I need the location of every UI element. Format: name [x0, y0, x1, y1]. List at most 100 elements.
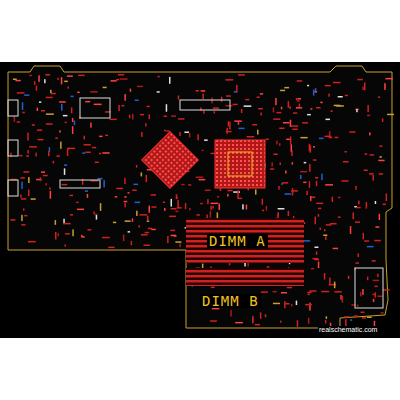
trace: [21, 177, 25, 179]
trace: [373, 280, 379, 282]
trace: [303, 182, 306, 184]
trace: [212, 206, 214, 209]
trace: [374, 240, 381, 242]
trace: [375, 201, 377, 204]
trace: [90, 123, 92, 128]
trace: [38, 139, 44, 141]
trace: [387, 114, 394, 116]
trace: [379, 173, 384, 175]
trace: [51, 93, 56, 95]
trace: [29, 75, 32, 77]
trace: [281, 107, 283, 110]
trace: [132, 190, 137, 192]
trace: [189, 208, 191, 211]
trace: [84, 144, 91, 146]
trace: [24, 94, 29, 96]
trace: [233, 191, 240, 193]
trace: [45, 183, 47, 186]
trace: [246, 205, 248, 210]
trace: [21, 182, 23, 189]
trace: [241, 109, 243, 113]
trace: [151, 194, 156, 196]
trace: [132, 114, 134, 120]
trace: [151, 229, 156, 231]
trace: [135, 202, 141, 204]
trace: [328, 94, 330, 97]
trace: [202, 150, 204, 152]
trace: [171, 235, 176, 237]
trace: [292, 129, 298, 131]
trace: [364, 240, 369, 242]
trace: [113, 222, 116, 224]
trace: [325, 136, 332, 138]
trace: [90, 91, 97, 93]
trace: [235, 322, 243, 324]
trace: [382, 118, 384, 122]
trace: [145, 232, 149, 234]
trace: [149, 114, 151, 119]
trace: [302, 122, 308, 124]
trace: [311, 268, 314, 270]
trace: [304, 162, 307, 164]
trace: [320, 102, 322, 104]
trace: [189, 133, 191, 137]
trace: [300, 137, 307, 139]
trace: [383, 204, 386, 206]
trace: [297, 100, 300, 102]
trace: [45, 74, 50, 76]
trace: [71, 96, 74, 98]
trace: [238, 74, 245, 76]
trace: [105, 135, 108, 137]
trace: [147, 106, 150, 108]
trace: [214, 111, 216, 113]
trace: [282, 182, 288, 184]
port: [8, 180, 18, 196]
trace: [132, 218, 134, 222]
trace: [32, 124, 35, 126]
trace: [140, 214, 148, 216]
trace: [141, 172, 143, 176]
trace: [293, 112, 297, 114]
trace: [270, 168, 274, 170]
trace: [175, 241, 181, 243]
trace: [355, 221, 360, 223]
board-outline: [8, 66, 392, 328]
trace: [50, 191, 52, 199]
trace: [292, 188, 294, 195]
trace: [329, 278, 331, 286]
trace: [116, 79, 119, 81]
trace: [213, 107, 219, 109]
trace: [273, 154, 277, 156]
trace: [279, 128, 284, 130]
trace: [27, 150, 29, 154]
trace: [325, 184, 333, 186]
trace: [354, 315, 359, 317]
trace: [358, 253, 360, 257]
trace: [312, 258, 318, 260]
trace: [338, 197, 340, 199]
trace: [291, 304, 293, 307]
trace: [314, 259, 319, 261]
trace: [333, 82, 341, 84]
trace: [276, 141, 278, 145]
trace: [176, 194, 178, 199]
trace: [39, 101, 41, 103]
trace: [10, 219, 15, 221]
trace: [38, 75, 40, 82]
connector: [80, 98, 110, 118]
trace: [373, 294, 375, 296]
cpu-chip: [142, 132, 199, 189]
trace-field: [10, 74, 394, 329]
trace: [59, 101, 66, 103]
trace: [338, 216, 341, 218]
trace: [56, 155, 60, 157]
trace: [237, 190, 239, 198]
trace: [345, 319, 347, 326]
trace: [70, 214, 73, 216]
trace: [324, 229, 326, 231]
trace: [361, 312, 365, 314]
trace: [321, 174, 323, 181]
trace: [31, 198, 36, 200]
trace: [385, 78, 393, 80]
trace: [313, 146, 315, 148]
